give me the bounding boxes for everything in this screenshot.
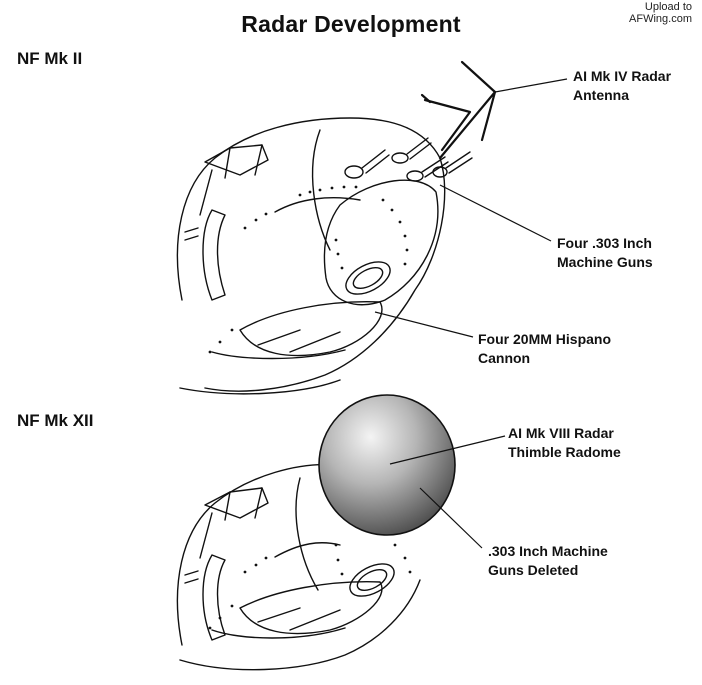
watermark: Upload to AFWing.com — [629, 1, 692, 25]
watermark-line-1: Upload to — [644, 1, 692, 13]
leader-line-radar-antenna — [494, 78, 568, 93]
callout-line: Four 20MM Hispano — [478, 331, 612, 347]
callout-hispano-cannon: Four 20MM Hispano Cannon — [478, 330, 611, 368]
callout-guns-deleted: .303 Inch Machine Guns Deleted — [488, 542, 608, 580]
section-label-nf-mk-ii: NF Mk II — [17, 49, 83, 68]
leader-lines-mk-xii — [389, 435, 506, 549]
callout-line: Four .303 Inch — [557, 235, 652, 251]
callout-radar-antenna: AI Mk IV Radar Antenna — [573, 67, 671, 105]
rivet-pattern-mk-ii — [208, 185, 409, 354]
callout-line: Guns Deleted — [488, 562, 579, 578]
section-label-nf-mk-xii: NF Mk XII — [17, 411, 94, 430]
watermark-line-2: AFWing.com — [629, 13, 692, 25]
callout-line: Thimble Radome — [508, 444, 621, 460]
thimble-radome — [318, 394, 456, 536]
callout-line: AI Mk IV Radar — [573, 68, 672, 84]
callout-line: Machine Guns — [557, 254, 653, 270]
leader-line-radome — [389, 435, 506, 465]
callout-machine-guns: Four .303 Inch Machine Guns — [557, 234, 653, 272]
callout-thimble-radome: AI Mk VIII Radar Thimble Radome — [508, 424, 621, 462]
nf-mk-ii-nose-drawing — [176, 60, 497, 395]
page-title: Radar Development — [241, 11, 461, 37]
callout-line: .303 Inch Machine — [488, 543, 608, 559]
leader-lines-mk-ii — [374, 78, 568, 338]
callout-line: Antenna — [573, 87, 629, 103]
nf-mk-xii-nose-drawing — [176, 463, 421, 671]
rivet-pattern-mk-xii — [208, 543, 412, 630]
leader-line-machine-guns — [439, 184, 552, 242]
callout-line: Cannon — [478, 350, 531, 366]
callout-line: AI Mk VIII Radar — [508, 425, 614, 441]
leader-line-guns-deleted — [419, 487, 483, 549]
leader-line-cannon — [374, 311, 474, 338]
